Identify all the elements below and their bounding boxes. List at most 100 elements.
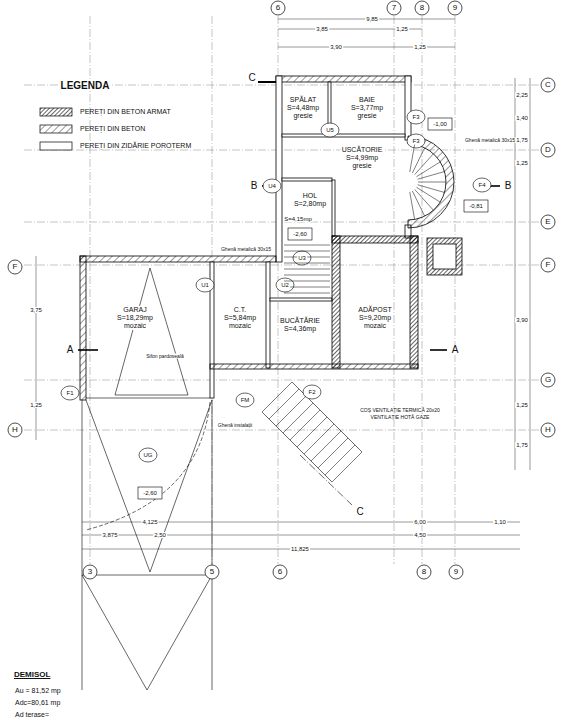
plan-label: F	[545, 261, 552, 269]
plan-label: 1,40	[515, 115, 529, 121]
plan-label: 3,85	[315, 26, 329, 32]
plan-label: U1	[200, 282, 210, 288]
plan-label: 1,25	[29, 402, 43, 408]
walls	[80, 76, 462, 400]
plan-label: 3,90	[515, 317, 529, 323]
plan-label: 8	[421, 568, 427, 576]
plan-title: DEMISOL	[14, 670, 50, 679]
plan-label: COȘ VENTILAȚIE TERMICĂ 20x20	[359, 408, 441, 413]
plan-label: U2	[280, 282, 290, 288]
room-area: S=4,99mp	[341, 154, 384, 162]
plan-label: 6	[275, 4, 281, 12]
plan-label: 1,25	[395, 26, 409, 32]
plan-label: Au = 81,52 mp	[14, 687, 62, 694]
plan-label: 1,25	[413, 44, 427, 50]
plan-label: UG	[143, 452, 154, 458]
room-label: GARAJS=18,29mpmozaic	[116, 306, 154, 330]
plan-label: 9,85	[365, 16, 379, 22]
room-area: S=3,77mp	[350, 104, 384, 112]
plan-label: FM	[240, 397, 251, 403]
room-label: USCĂTORIES=4,99mpgresie	[341, 146, 384, 170]
plan-label: 11,825	[290, 546, 310, 552]
tag-ovals	[61, 110, 491, 462]
plan-label: U3	[297, 255, 307, 261]
plan-label: 1,75	[515, 137, 529, 143]
plan-label: Ad terase=	[14, 711, 50, 718]
plan-label: Ghenă metalică 30x15	[220, 247, 272, 252]
plan-label: 9	[452, 4, 458, 12]
room-area: gresie	[341, 162, 384, 170]
plan-label: 1,25	[515, 402, 529, 408]
plan-label: A	[451, 345, 460, 355]
plan-label: H	[544, 426, 552, 434]
plan-label: -0,81	[468, 203, 484, 209]
plan-label: Adc=80,61 mp	[14, 699, 61, 706]
legend-text: PEREȚI DIN ZIDĂRIE POROTERM	[80, 142, 191, 149]
room-label: SPĂLATS=4,48mpgresie	[286, 96, 320, 120]
plan-label: 6	[277, 568, 283, 576]
room-area: S=18,29mp	[116, 314, 154, 322]
plan-label: Sifon pardoseală	[145, 354, 185, 359]
room-area: mozaic	[223, 322, 257, 330]
plan-label: 1,25	[515, 160, 529, 166]
room-label: ADĂPOSTS=9,20mpmozaic	[357, 306, 392, 330]
room-area: gresie	[286, 112, 320, 120]
plan-label: Ghenă instalații	[217, 423, 253, 428]
plan-label: D	[544, 146, 552, 154]
plan-label: F1	[65, 390, 74, 396]
plan-label: 3,875	[101, 532, 118, 538]
room-area: mozaic	[357, 322, 392, 330]
stair-steps	[262, 145, 446, 482]
plan-label: 1,10	[493, 519, 507, 525]
room-name: SPĂLAT	[286, 96, 320, 104]
room-area: S=5,84mp	[223, 314, 257, 322]
plan-label: C	[247, 73, 256, 83]
plan-label: 8	[419, 4, 425, 12]
plan-label: B	[504, 181, 513, 191]
dimension-lines	[36, 19, 530, 549]
plan-label: C	[355, 507, 364, 517]
axis-lines	[24, 16, 540, 564]
plan-label: 2,50	[153, 532, 167, 538]
plan-label: B	[250, 181, 259, 191]
room-name: ADĂPOST	[357, 306, 392, 314]
room-name: GARAJ	[116, 306, 154, 314]
room-label: C.T.S=5,84mpmozaic	[223, 306, 257, 330]
plan-label: F3	[411, 138, 420, 144]
room-area: mozaic	[116, 322, 154, 330]
plan-label: U5	[325, 127, 335, 133]
plan-label: S=4,15mp	[283, 216, 313, 222]
legend-text: PEREȚI DIN BETON ARMAT	[80, 108, 171, 115]
plan-label: 7	[391, 4, 397, 12]
room-area: S=4,36mp	[279, 325, 321, 333]
room-label: BAIES=3,77mpgresie	[350, 96, 384, 120]
section-marks	[78, 186, 500, 350]
garage-drive	[82, 268, 212, 690]
room-name: USCĂTORIE	[341, 146, 384, 154]
room-area: S=4,48mp	[286, 104, 320, 112]
plan-label: 3	[87, 568, 93, 576]
room-area: S=9,20mp	[357, 314, 392, 322]
room-name: HOL	[293, 192, 327, 200]
room-area: gresie	[350, 112, 384, 120]
plan-label: 3,75	[29, 307, 43, 313]
legend-swatches	[40, 108, 72, 150]
legend-text: PEREȚI DIN BETON	[80, 125, 145, 132]
plan-label: -2,60	[142, 490, 158, 496]
plan-label: -1,00	[432, 121, 448, 127]
room-name: BUCĂTĂRIE	[279, 317, 321, 325]
room-area: S=2,80mp	[293, 200, 327, 208]
plan-label: 2,25	[515, 92, 529, 98]
room-label: HOLS=2,80mp	[293, 192, 327, 208]
plan-label: VENTILAȚIE HOTĂ GAZE	[370, 415, 431, 420]
plan-label: 4,50	[413, 532, 427, 538]
plan-label: Ghenă metalică 30x15	[464, 138, 516, 143]
room-label: BUCĂTĂRIES=4,36mp	[279, 317, 321, 333]
room-name: BAIE	[350, 96, 384, 104]
plan-label: G	[544, 376, 552, 384]
plan-label: E	[544, 218, 551, 226]
plan-label: 9	[453, 568, 459, 576]
plan-label: C	[544, 81, 552, 89]
plan-label: F	[12, 263, 19, 271]
plan-label: 5	[209, 568, 215, 576]
